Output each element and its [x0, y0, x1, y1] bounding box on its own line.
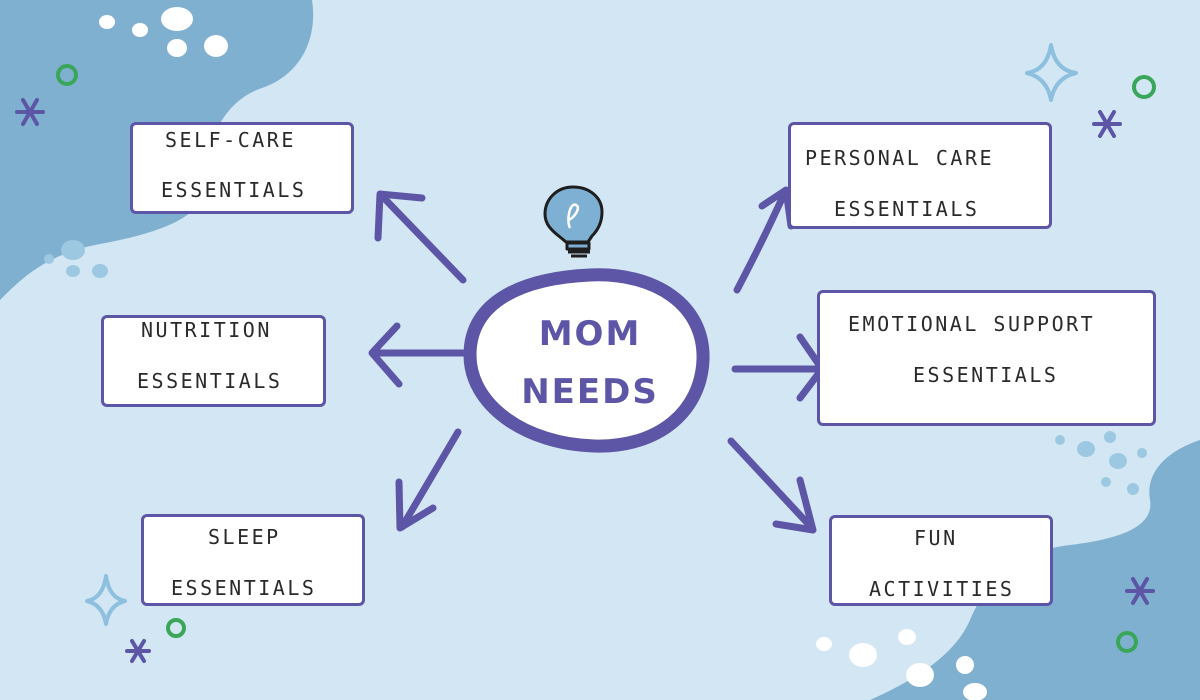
center-topic: MOM NEEDS — [470, 305, 710, 421]
lightbulb-icon — [545, 187, 602, 256]
node-sleep-essentials: SLEEP ESSENTIALS — [141, 514, 365, 606]
node-label-line2: ESSENTIALS — [834, 197, 979, 221]
node-personal-care-essentials: PERSONAL CARE ESSENTIALS — [788, 122, 1052, 229]
node-label-line1: SLEEP — [208, 525, 281, 549]
node-label-line2: ESSENTIALS — [161, 178, 306, 202]
node-label-line1: FUN — [914, 526, 958, 550]
node-label-line2: ESSENTIALS — [913, 363, 1058, 387]
center-topic-line2: NEEDS — [470, 363, 710, 421]
node-label-line2: ESSENTIALS — [137, 369, 282, 393]
node-emotional-support-essentials: EMOTIONAL SUPPORT ESSENTIALS — [817, 290, 1156, 426]
node-label-line1: NUTRITION — [141, 318, 272, 342]
node-label-line2: ACTIVITIES — [869, 577, 1014, 601]
node-label-line1: PERSONAL CARE — [805, 146, 994, 170]
arrow-self-care — [382, 196, 463, 280]
node-label-line1: EMOTIONAL SUPPORT — [848, 312, 1095, 336]
node-fun-activities: FUN ACTIVITIES — [829, 515, 1053, 606]
node-label-line1: SELF-CARE — [165, 128, 296, 152]
node-label-line2: ESSENTIALS — [171, 576, 316, 600]
node-nutrition-essentials: NUTRITION ESSENTIALS — [101, 315, 326, 407]
center-topic-line1: MOM — [470, 305, 710, 363]
light-dots-right — [1055, 431, 1147, 495]
node-self-care-essentials: SELF-CARE ESSENTIALS — [130, 122, 354, 214]
